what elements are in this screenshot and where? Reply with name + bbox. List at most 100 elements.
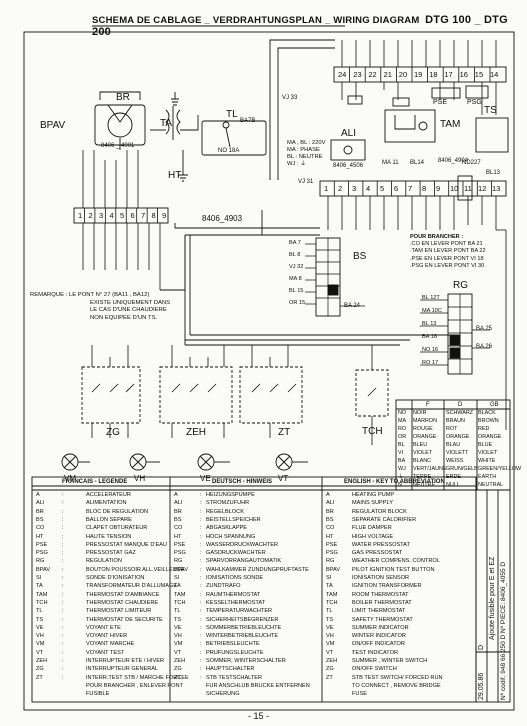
legend-abbr: VT [326,649,334,656]
label-rg: RG [453,280,468,291]
legend-entry-en: SUMMER INDICATOR [352,624,409,631]
legend-abbr: HT [174,533,182,540]
color-table-cell: BLEU [413,442,428,448]
legend-colon: : [200,575,202,581]
legend-colon: : [352,500,354,507]
legend-entry-fr: VOYANT ETE [86,624,121,631]
color-table-cell: NEUTRE [413,482,436,488]
legend-entry-fr: THERMOSTAT D'AMBIANCE [86,591,160,598]
legend-abbr: VE [36,624,44,631]
legend-abbr: TA [326,583,333,590]
color-table-cell: BRAUN [446,418,465,424]
legend-colon: : [200,492,202,498]
legend-entry-fr: VOYANT HIVER [86,633,128,640]
legend-colon: : [200,658,202,664]
bs-wire-label: BA 7 [289,240,301,246]
legend-colon: : [200,608,202,615]
label-bpav-block: 8406 _ 4901 [101,143,135,149]
label-ba7b: BA7B [240,118,256,124]
top-terminal: 14 [490,70,499,79]
legend-entry-fr: BOUTON POUSSOIR ALL.VEILLEUSE [86,566,185,573]
legend-colon: : [62,641,64,648]
top-terminal: 16 [459,70,468,79]
rg-wire-label: BA 16 [422,334,437,340]
main-terminal: 11 [464,184,472,193]
label-ali-block: 8406_4506 [333,163,364,169]
color-table-cell: ORANGE [413,434,437,440]
legend-colon: : [352,633,354,640]
legend-colon: : [352,525,354,532]
legend-colon: : [62,550,64,557]
legend-colon: : [352,641,354,648]
legend-abbr: PSE [174,541,186,548]
color-table-cell: TERRE [413,474,432,480]
legend-entry-de: BETRIEBSLEUCHTE [206,641,260,648]
legend-abbr: TS [326,616,334,623]
legend-entry-fr: BALLON SEPARE [86,516,132,523]
legend-colon: : [200,649,202,656]
legend-abbr: ZT [36,674,43,681]
label-tl: TL [226,109,238,120]
legend-colon: : [200,500,202,507]
legend-entry-fr: REGULATION [86,558,122,565]
legend-entry-de: TEMPERATURWACHTER [206,608,273,615]
side-date: 29.05.86 [478,672,485,700]
legend-entry-en: MAINS SUPPLY [352,500,393,507]
color-table-cell: OR [398,434,407,440]
legend-entry-en: TO CONNECT , REMOVE BRIDGE [352,682,441,689]
color-table-cell: WHITE [478,458,496,464]
legend-entry-fr: INTERR.TEST STB / MARCHE FORCEE [86,674,189,681]
legend-colon: : [200,591,202,598]
side-index: D [478,644,485,650]
legend-colon: : [352,599,354,606]
label-bl14: BL14 [410,160,425,166]
legend-colon: : [62,516,64,523]
legend-abbr: A [326,492,330,498]
legend-colon: : [62,500,64,507]
color-table-cell: BLACK [478,410,496,416]
bs-wire-label: BL 15 [289,288,304,294]
left-terminal: 1 [78,211,83,220]
rg-ba25: BA 25 [476,326,493,332]
label-main-part: 8406_4903 [202,214,243,223]
bs-wire-label: BL 8 [289,252,301,258]
legend-abbr: BS [326,516,334,523]
legend-abbr: TAM [326,591,338,598]
legend-colon: : [200,525,202,532]
outer-frame [23,31,515,711]
legend-abbr: SI [326,575,332,581]
left-terminal: 5 [120,211,125,220]
color-table-cell: BLAU [446,442,461,448]
legend-entry-de: ZUNDTRAFO [206,583,241,590]
legend-abbr: ZG [174,666,182,673]
color-table-cell: MARRON [413,418,437,424]
legend-colon: : [200,558,202,565]
legend-entry-fr: CLAPET OBTURATEUR [86,525,148,532]
legend-colon: : [352,658,354,664]
legend-abbr: CO [36,525,45,532]
legend-colon: : [62,658,64,664]
legend-colon: : [200,583,202,590]
legend-abbr: TL [326,608,333,615]
color-table-cell: VIOLETT [446,450,469,456]
color-table-cell: ERDE [446,474,461,480]
main-terminal: 1 [324,184,329,193]
legend-abbr: ZG [326,666,334,673]
legend-colon: : [352,616,354,623]
legend-colon: : [200,516,202,523]
page-number: - 15 - [248,711,270,721]
main-terminal: 3 [352,184,357,193]
legend-abbr: VH [326,633,334,640]
color-table-header: GB [490,402,499,408]
legend-entry-en: FUSE [352,691,367,698]
label-ht: HT [168,170,182,181]
legend-colon: : [62,558,64,565]
left-terminal-strip [73,207,169,224]
label-ma11: MA 11 [382,160,399,166]
legend-entry-en: SAFETY THERMOSTAT [352,616,413,623]
legend-colon: : [62,575,64,581]
legend-colon: : [200,616,202,623]
color-table-cell: VERT/JAUNE [413,466,447,472]
